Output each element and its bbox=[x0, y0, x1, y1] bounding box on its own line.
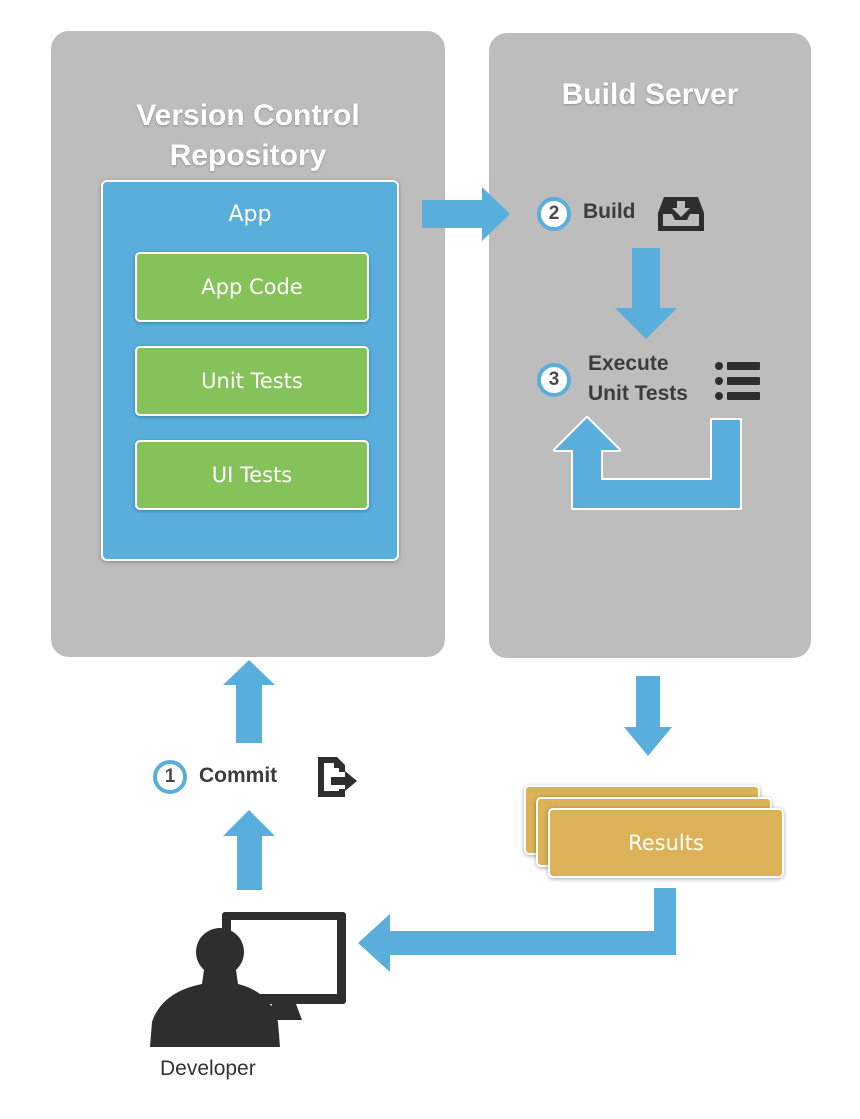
build-server-title: Build Server bbox=[561, 78, 739, 111]
developer-computer-icon bbox=[150, 912, 346, 1047]
build-server-panel: Build Server bbox=[489, 33, 811, 658]
file-export-icon bbox=[318, 757, 357, 797]
app-code-box: App Code bbox=[135, 252, 369, 322]
step-3-badge: 3 bbox=[537, 363, 571, 397]
results-label: Results bbox=[628, 831, 704, 855]
repository-title-line2: Repository bbox=[169, 139, 327, 172]
app-box: App App Code Unit Tests UI Tests bbox=[101, 180, 399, 561]
step-1-label: Commit bbox=[199, 764, 278, 787]
step-3-label-line1: Execute bbox=[588, 352, 669, 375]
ui-tests-box: UI Tests bbox=[135, 440, 369, 510]
results-card-front: Results bbox=[548, 808, 784, 878]
developer-label: Developer bbox=[160, 1057, 256, 1080]
inbox-download-icon bbox=[658, 197, 704, 231]
step-2-badge: 2 bbox=[537, 197, 571, 231]
list-icon bbox=[715, 362, 760, 400]
app-label: App bbox=[228, 202, 272, 227]
unit-tests-box: Unit Tests bbox=[135, 346, 369, 416]
step-1-badge: 1 bbox=[153, 760, 187, 794]
step-3-label-line2: Unit Tests bbox=[588, 382, 688, 405]
repository-panel: Version Control Repository App App Code … bbox=[51, 31, 445, 657]
step-2-label: Build bbox=[583, 200, 636, 223]
repository-title-line1: Version Control bbox=[136, 99, 360, 132]
